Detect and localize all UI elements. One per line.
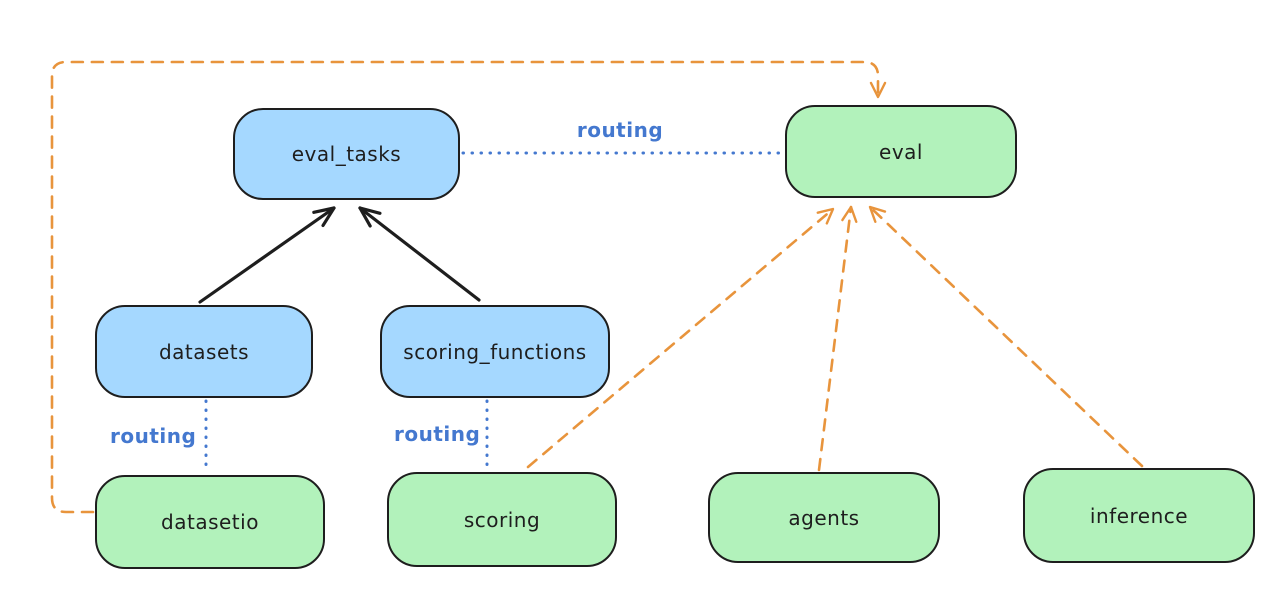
node-scoring-label: scoring [463, 507, 541, 532]
node-scoring: scoring [387, 472, 617, 567]
edge-scoring-functions-to-eval-tasks [358, 206, 481, 302]
edge-datasets-to-eval-tasks [198, 206, 336, 304]
node-datasets: datasets [95, 305, 313, 398]
node-datasets-label: datasets [158, 339, 250, 364]
node-datasetio-label: datasetio [161, 510, 259, 534]
node-agents-label: agents [788, 505, 860, 530]
routing-label-eval-tasks-eval: routing [576, 118, 664, 142]
edge-agents-to-eval [817, 205, 858, 472]
routing-label-scoring-functions-scoring: routing [394, 422, 481, 446]
node-datasetio: datasetio [95, 475, 325, 569]
routing-label-datasets-datasetio: routing [110, 424, 197, 448]
node-eval-label: eval [879, 139, 923, 164]
edge-scoring-to-eval [526, 207, 835, 469]
node-agents: agents [708, 472, 940, 563]
node-scoring-functions: scoring_functions [380, 305, 610, 398]
node-eval-tasks-label: eval_tasks [291, 142, 402, 166]
node-eval: eval [785, 105, 1017, 198]
edge-datasetio-to-eval [50, 60, 887, 514]
node-scoring-functions-label: scoring_functions [403, 339, 587, 364]
node-inference: inference [1023, 468, 1255, 563]
node-eval-tasks: eval_tasks [233, 108, 460, 200]
edge-inference-to-eval [868, 205, 1144, 468]
node-inference-label: inference [1089, 503, 1189, 528]
